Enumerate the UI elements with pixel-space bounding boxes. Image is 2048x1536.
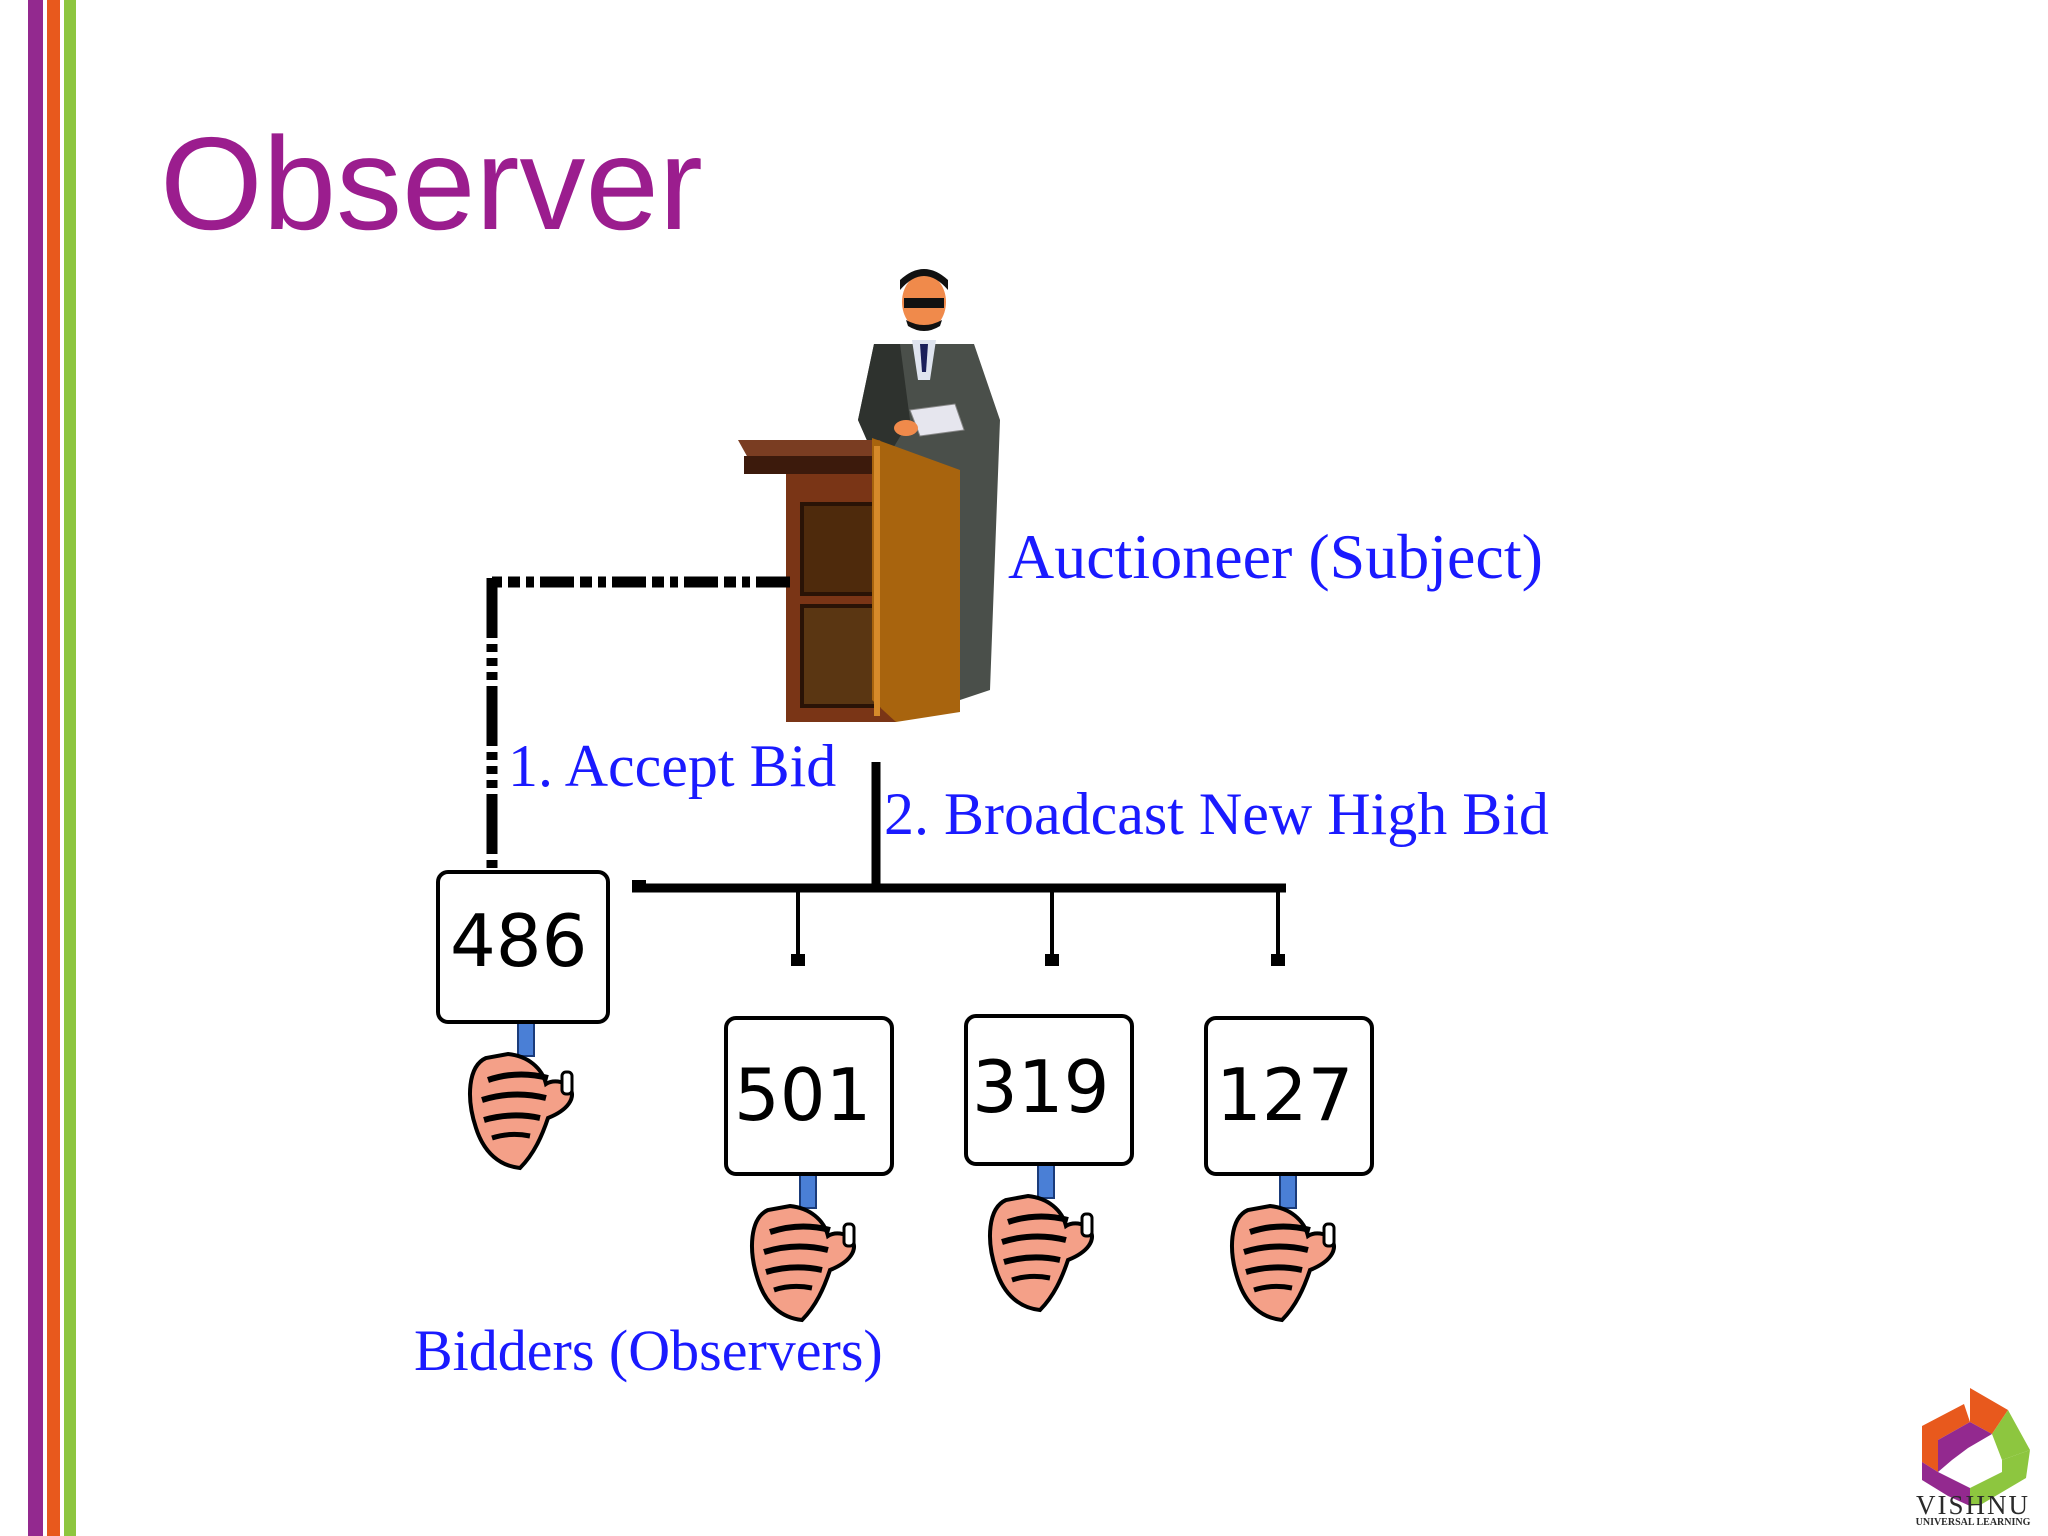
subject-label: Auctioneer (Subject) bbox=[1008, 521, 1543, 592]
accent-stripe-purple bbox=[28, 0, 43, 1536]
step-broadcast-label: 2. Broadcast New High Bid bbox=[884, 781, 1549, 847]
broadcast-connector bbox=[632, 762, 1286, 966]
step-accept-bid-label: 1. Accept Bid bbox=[508, 733, 836, 799]
bidder-486: 486 bbox=[436, 870, 610, 1168]
bidder-319: 319 bbox=[964, 1014, 1134, 1310]
vishnu-logo-icon bbox=[1922, 1388, 2030, 1506]
accent-stripe-orange bbox=[47, 0, 60, 1536]
bid-card-label: 501 bbox=[734, 1053, 871, 1137]
bid-card-label: 486 bbox=[450, 899, 587, 983]
bid-card-label: 127 bbox=[1216, 1053, 1353, 1137]
bidder-127: 127 bbox=[1204, 1016, 1374, 1320]
accept-bid-connector bbox=[486, 576, 790, 870]
bid-card-label: 319 bbox=[972, 1045, 1109, 1129]
logo-wordmark: VISHNU bbox=[1915, 1490, 2030, 1520]
logo-tagline: UNIVERSAL LEARNING bbox=[1915, 1517, 2031, 1528]
slide-title: Observer bbox=[160, 110, 703, 257]
accent-stripe-green bbox=[64, 0, 76, 1536]
bidder-501: 501 bbox=[724, 1016, 894, 1320]
observers-label: Bidders (Observers) bbox=[414, 1318, 883, 1383]
auctioneer-figure bbox=[738, 269, 1000, 722]
